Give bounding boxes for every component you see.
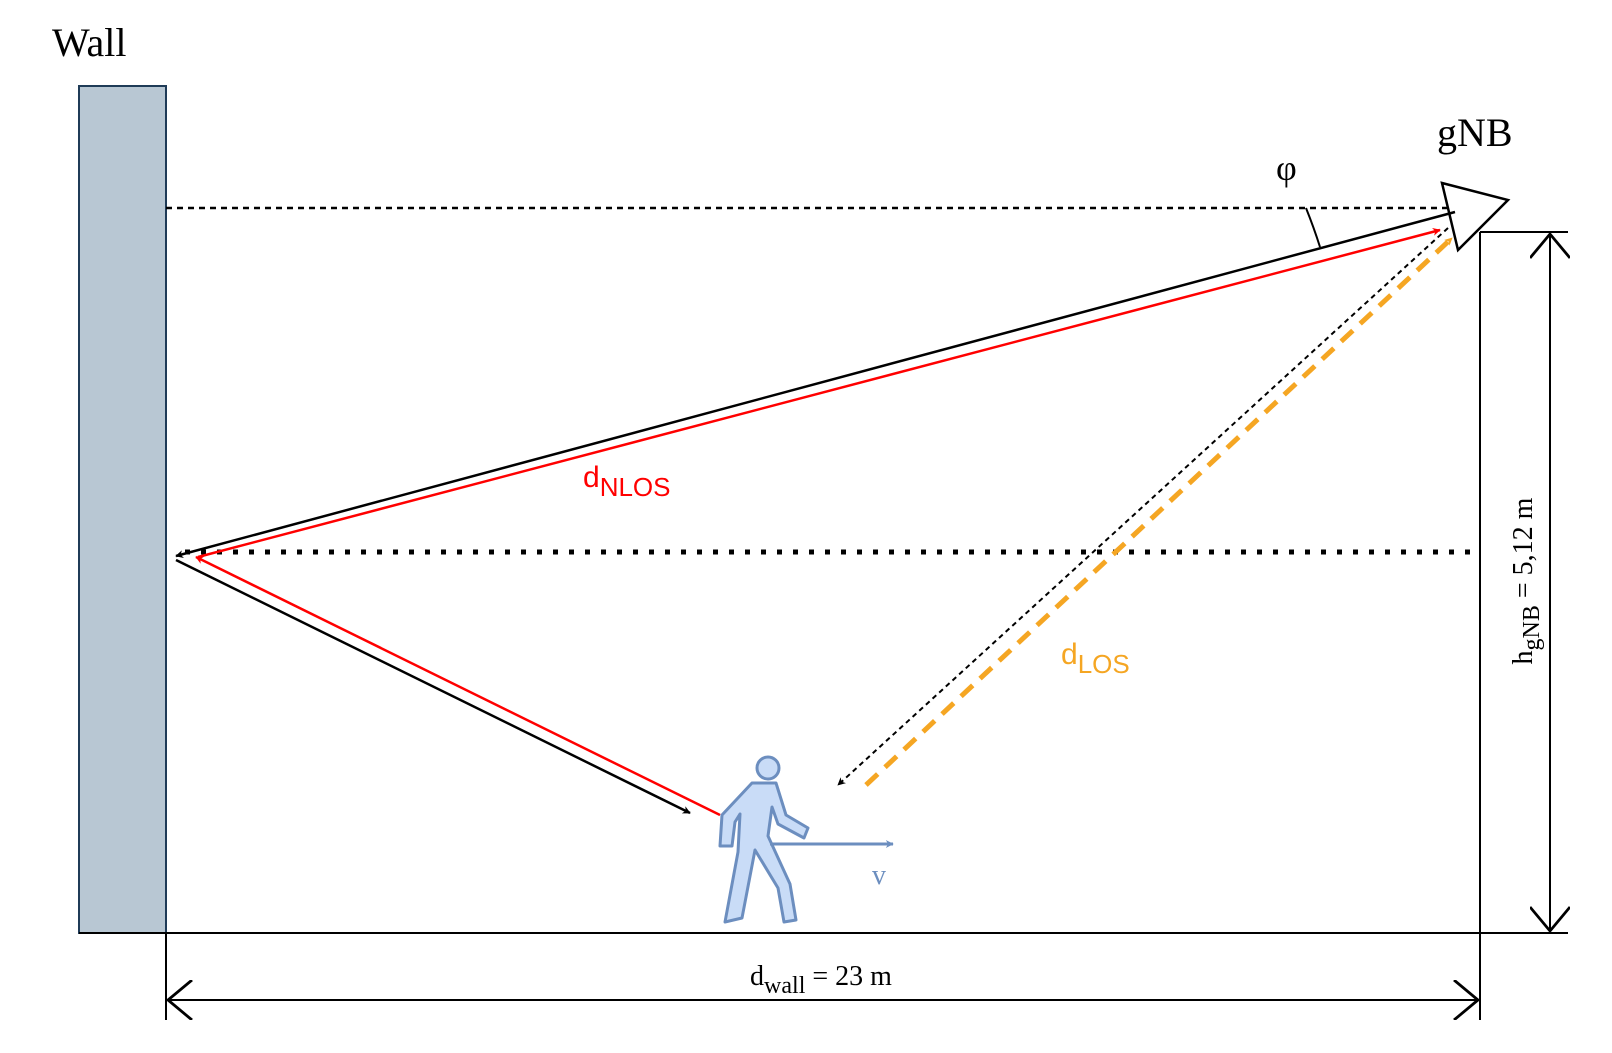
velocity-label: v (872, 860, 886, 891)
nlos-reflected-red-arrow (195, 555, 721, 817)
height-label: hgNB = 5,12 m (1508, 497, 1545, 664)
nlos-reflected-black-arrow (175, 558, 691, 815)
distance-label: dwall = 23 m (750, 961, 892, 999)
nlos-incident-black-arrow (175, 210, 1456, 558)
antenna-triangle-icon (1440, 181, 1511, 253)
d-los-label: dLOS (1061, 638, 1130, 679)
phi-arc (1305, 207, 1321, 248)
los-orange-dashed-arrow (864, 236, 1454, 787)
los-black-dashed-arrow (837, 227, 1449, 786)
phi-label: φ (1276, 148, 1297, 188)
gnb-label: gNB (1437, 110, 1513, 155)
d-nlos-label: dNLOS (583, 461, 671, 502)
wall-label: Wall (52, 20, 127, 65)
walking-person-icon (718, 755, 810, 924)
wall (78, 85, 167, 934)
nlos-incident-red-arrow (197, 227, 1441, 559)
